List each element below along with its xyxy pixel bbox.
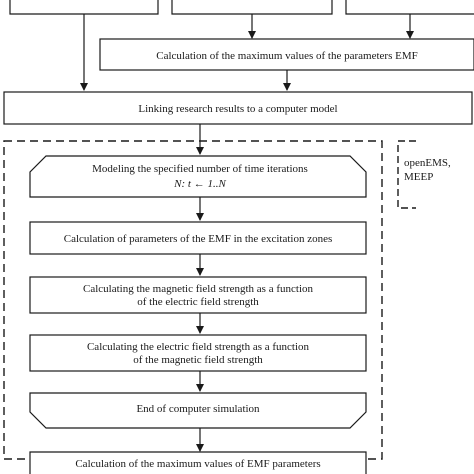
calc-max-params-box: Calculation of the maximum values of the… bbox=[99, 38, 474, 71]
linking-box: Linking research results to a computer m… bbox=[3, 91, 473, 125]
annotation-line1: openEMS, bbox=[404, 157, 451, 169]
calc-electric-line1: Calculating the electric field strength … bbox=[87, 341, 310, 353]
calc-magnetic-box: Calculating the magnetic field strength … bbox=[29, 276, 367, 314]
top-middle-partial-box bbox=[171, 0, 333, 15]
loop-end-text: End of computer simulation bbox=[136, 403, 260, 415]
top-right-partial-box bbox=[345, 0, 474, 15]
linking-text: Linking research results to a computer m… bbox=[138, 103, 337, 115]
loop-start-line2: N: t ← 1..N bbox=[173, 178, 226, 190]
calc-electric-box: Calculating the electric field strength … bbox=[29, 334, 367, 372]
loop-start-box: Modeling the specified number of time it… bbox=[29, 155, 367, 198]
loop-end-box: End of computer simulation bbox=[29, 392, 367, 429]
calc-excitation-text: Calculation of parameters of the EMF in … bbox=[64, 233, 333, 245]
calc-excitation-box: Calculation of parameters of the EMF in … bbox=[29, 221, 367, 255]
top-left-partial-box bbox=[9, 0, 159, 15]
calc-max-emf-box: Calculation of the maximum values of EMF… bbox=[29, 451, 367, 474]
calc-electric-line2: of the magnetic field strength bbox=[133, 354, 263, 366]
software-annotation: openEMS, MEEP bbox=[397, 140, 451, 209]
calc-max-emf-text: Calculation of the maximum values of EMF… bbox=[75, 458, 320, 470]
annotation-line2: MEEP bbox=[404, 171, 433, 183]
calc-max-params-text: Calculation of the maximum values of the… bbox=[156, 50, 418, 62]
calc-magnetic-line2: of the electric field strength bbox=[137, 296, 259, 308]
loop-start-line1: Modeling the specified number of time it… bbox=[92, 163, 308, 175]
calc-magnetic-line1: Calculating the magnetic field strength … bbox=[83, 283, 314, 295]
